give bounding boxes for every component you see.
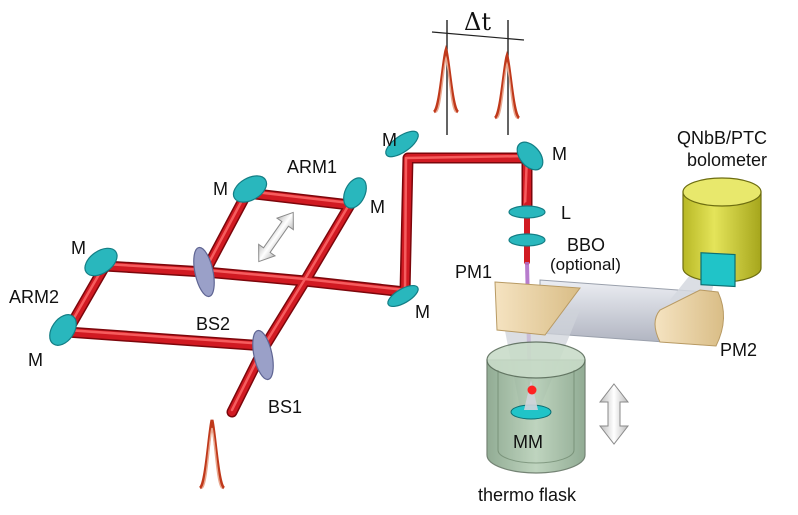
delay-label: Δt xyxy=(464,8,491,36)
bs2-label: BS2 xyxy=(196,314,230,334)
lens xyxy=(508,205,546,219)
delay-marker: Δt xyxy=(431,8,525,135)
mirror-label: M xyxy=(213,179,228,199)
thermo-flask-label: thermo flask xyxy=(478,485,577,505)
arm1-label: ARM1 xyxy=(287,157,337,177)
mirror-icon xyxy=(49,130,544,346)
bbo-label: BBO xyxy=(567,235,605,255)
mm-label: MM xyxy=(513,432,543,452)
arm2-label: ARM2 xyxy=(9,287,59,307)
mirror-label: M xyxy=(415,302,430,322)
labels: ARM1 ARM2 BS2 BS1 M M M M M M M L BBO (o… xyxy=(9,128,767,505)
sample-holder-mm xyxy=(510,380,552,420)
parabolic-mirror-pm2 xyxy=(654,289,724,347)
bs1-label: BS1 xyxy=(268,397,302,417)
beamsplitter-bs1 xyxy=(252,329,274,381)
double-arrow-icon xyxy=(258,211,294,263)
laser-beam-path xyxy=(61,152,533,418)
mirror-label: M xyxy=(71,238,86,258)
beamsplitter-bs2 xyxy=(193,246,215,298)
bolometer-label-line2: bolometer xyxy=(687,150,767,170)
mirror-label: M xyxy=(370,197,385,217)
parabolic-mirror-pm1 xyxy=(494,281,581,336)
mirror-label: M xyxy=(28,350,43,370)
bolometer xyxy=(682,177,762,288)
pm2-label: PM2 xyxy=(720,340,757,360)
double-arrow-icon xyxy=(598,383,630,445)
lens-label: L xyxy=(561,203,571,223)
mirror-label: M xyxy=(382,130,397,150)
bbo-note-label: (optional) xyxy=(550,255,621,274)
pulse-icon xyxy=(198,419,226,490)
pulse-icon xyxy=(432,44,460,114)
mirror-label: M xyxy=(552,144,567,164)
bolometer-label-line1: QNbB/PTC xyxy=(677,128,767,148)
pulse-icon xyxy=(493,50,521,120)
pm1-label: PM1 xyxy=(455,262,492,282)
bbo-crystal xyxy=(508,233,546,247)
